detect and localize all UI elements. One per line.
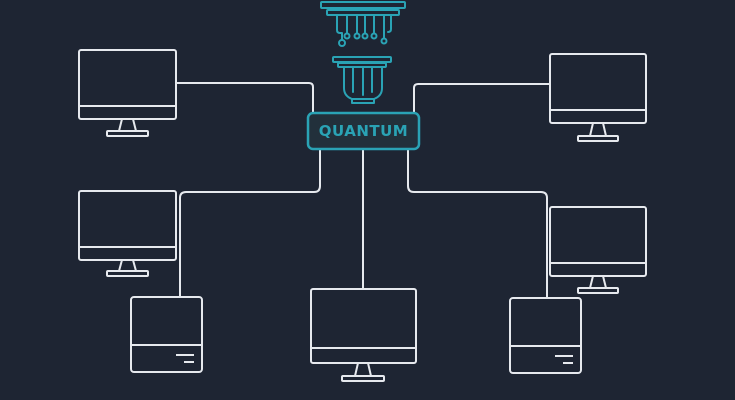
- monitor-icon: [78, 49, 177, 137]
- monitor-bottom-center[interactable]: [310, 288, 417, 382]
- connector-middle-right: [407, 148, 548, 297]
- server-bottom-right[interactable]: [509, 297, 582, 374]
- server-icon: [509, 297, 582, 374]
- connector-top-right: [413, 83, 550, 114]
- hub-box: [306, 111, 421, 151]
- server-bottom-left[interactable]: [130, 296, 203, 373]
- connector-lines: [176, 82, 550, 297]
- quantum-processor-icon: [320, 1, 406, 104]
- monitor-icon: [310, 288, 417, 382]
- monitor-middle-left[interactable]: [78, 190, 177, 277]
- hub-node[interactable]: QUANTUM: [306, 111, 421, 151]
- hub-label: QUANTUM: [319, 122, 408, 140]
- connector-middle-left: [179, 148, 321, 297]
- monitor-icon: [549, 53, 647, 142]
- monitor-icon: [78, 190, 177, 277]
- monitor-top-right[interactable]: [549, 53, 647, 142]
- connector-top-left: [176, 82, 314, 114]
- monitor-middle-right[interactable]: [549, 206, 647, 294]
- monitor-icon: [549, 206, 647, 294]
- server-icon: [130, 296, 203, 373]
- monitor-top-left[interactable]: [78, 49, 177, 137]
